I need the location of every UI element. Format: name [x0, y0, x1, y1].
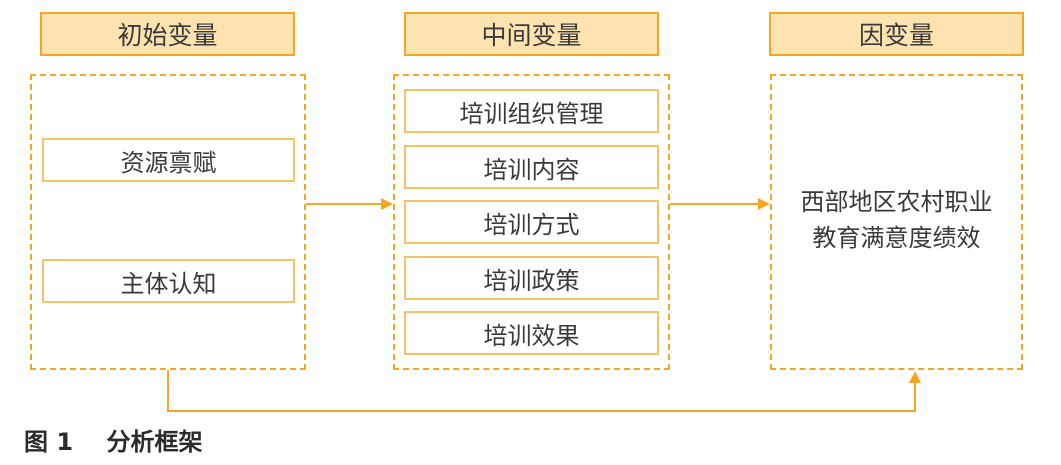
dependent-variable-line-1: 西部地区农村职业	[800, 188, 993, 216]
dependent-variable-header: 因变量	[769, 12, 1024, 56]
intermediate-item-training-content: 培训内容	[404, 145, 659, 189]
dependent-variable-group	[770, 74, 1023, 370]
intermediate-item-training-method: 培训方式	[404, 200, 659, 244]
dependent-variable-text: 西部地区农村职业 教育满意度绩效	[772, 184, 1021, 256]
intermediate-item-training-management: 培训组织管理	[404, 89, 659, 133]
initial-item-resource-endowment: 资源禀赋	[42, 138, 295, 182]
initial-variable-header: 初始变量	[40, 12, 295, 56]
figure-caption-title: 分析框架	[106, 428, 203, 456]
intermediate-variable-header: 中间变量	[404, 12, 659, 56]
intermediate-item-training-effect: 培训效果	[404, 311, 659, 355]
intermediate-item-training-policy: 培训政策	[404, 256, 659, 300]
arrow-initial-to-dependent-direct	[167, 370, 921, 412]
initial-item-subject-cognition: 主体认知	[42, 259, 295, 303]
figure-caption-label: 图 1	[24, 428, 74, 456]
initial-variable-group	[30, 74, 306, 370]
dependent-variable-line-2: 教育满意度绩效	[812, 224, 981, 252]
figure-caption: 图 1 分析框架	[24, 422, 202, 457]
intermediate-variable-group	[393, 74, 670, 370]
